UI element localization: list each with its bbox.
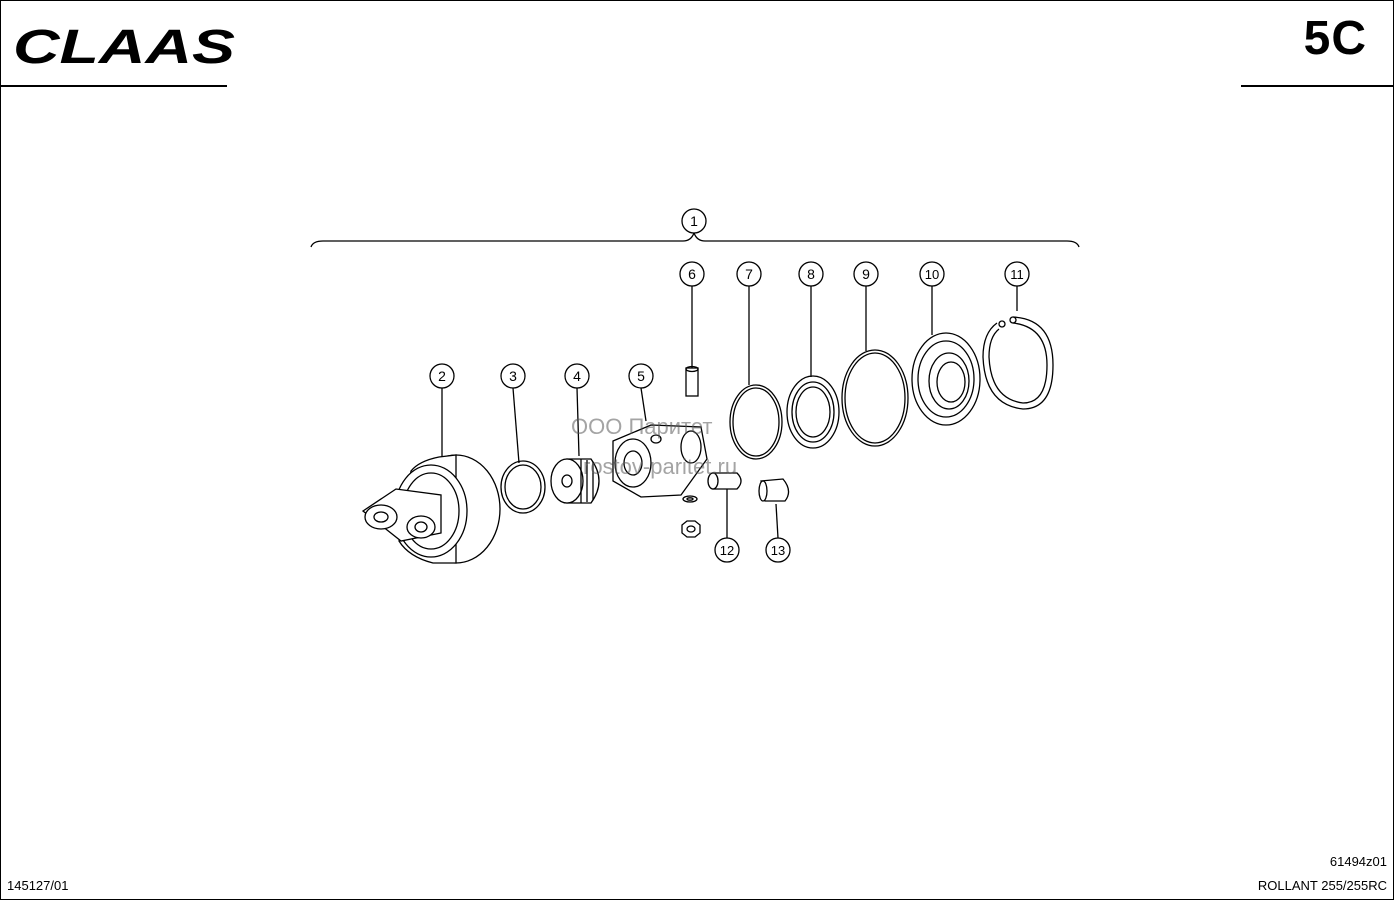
leader-4 [576,387,580,457]
callout-13: 13 [771,543,785,558]
part-7-seal [729,384,783,460]
page-code: 5C [1303,12,1367,65]
drawing-number: 61494z01 [1329,854,1387,869]
part-2-yoke [361,454,501,564]
callout-circle-9 [853,261,879,287]
model-name: ROLLANT 255/255RC [1257,878,1387,893]
callout-circle-5 [628,363,654,389]
header-rule-left [1,85,227,87]
callout-circle-13 [765,537,791,563]
callout-circle-1 [681,208,707,234]
callout-3: 3 [509,368,517,384]
part-9-o-ring [841,349,909,447]
callout-circle-10 [919,261,945,287]
callout-circle-12 [714,537,740,563]
small-washer [682,495,698,503]
header-rule-right [1241,85,1393,87]
callout-circle-3 [500,363,526,389]
callout-circle-4 [564,363,590,389]
callout-5: 5 [637,368,645,384]
part-12-sleeve [707,472,742,490]
callout-circle-6 [679,261,705,287]
part-10-seal-cup [911,332,981,426]
small-nut [681,520,701,538]
callout-4: 4 [573,368,581,384]
callout-10: 10 [925,267,939,282]
callout-6: 6 [688,266,696,282]
watermark-line-1: ООО Паритет [571,414,713,439]
document-code: 145127/01 [7,878,69,893]
part-8-bearing [786,375,840,449]
watermark-line-2: rostov-paritet.ru [583,454,738,479]
callout-8: 8 [807,266,815,282]
callout-7: 7 [745,266,753,282]
part-6-pin [685,365,699,397]
part-13-nipple [758,478,790,502]
leader-5 [640,387,647,422]
claas-logo: CLAAS [13,21,235,71]
part-3-ring [500,460,546,514]
callout-2: 2 [438,368,446,384]
part-4-bushing [550,458,600,504]
leader-3 [512,387,520,464]
callout-1: 1 [690,213,698,229]
callout-12: 12 [720,543,734,558]
leader-13 [775,503,779,539]
logo-text: CLAAS [13,21,235,71]
part-11-circlip [982,316,1054,410]
assembly-brace [310,231,1080,248]
callout-circle-8 [798,261,824,287]
callout-circle-11 [1004,261,1030,287]
part-5-cross [612,424,708,498]
callout-circle-2 [429,363,455,389]
callout-11: 11 [1010,267,1024,282]
callout-9: 9 [862,266,870,282]
callout-circle-7 [736,261,762,287]
